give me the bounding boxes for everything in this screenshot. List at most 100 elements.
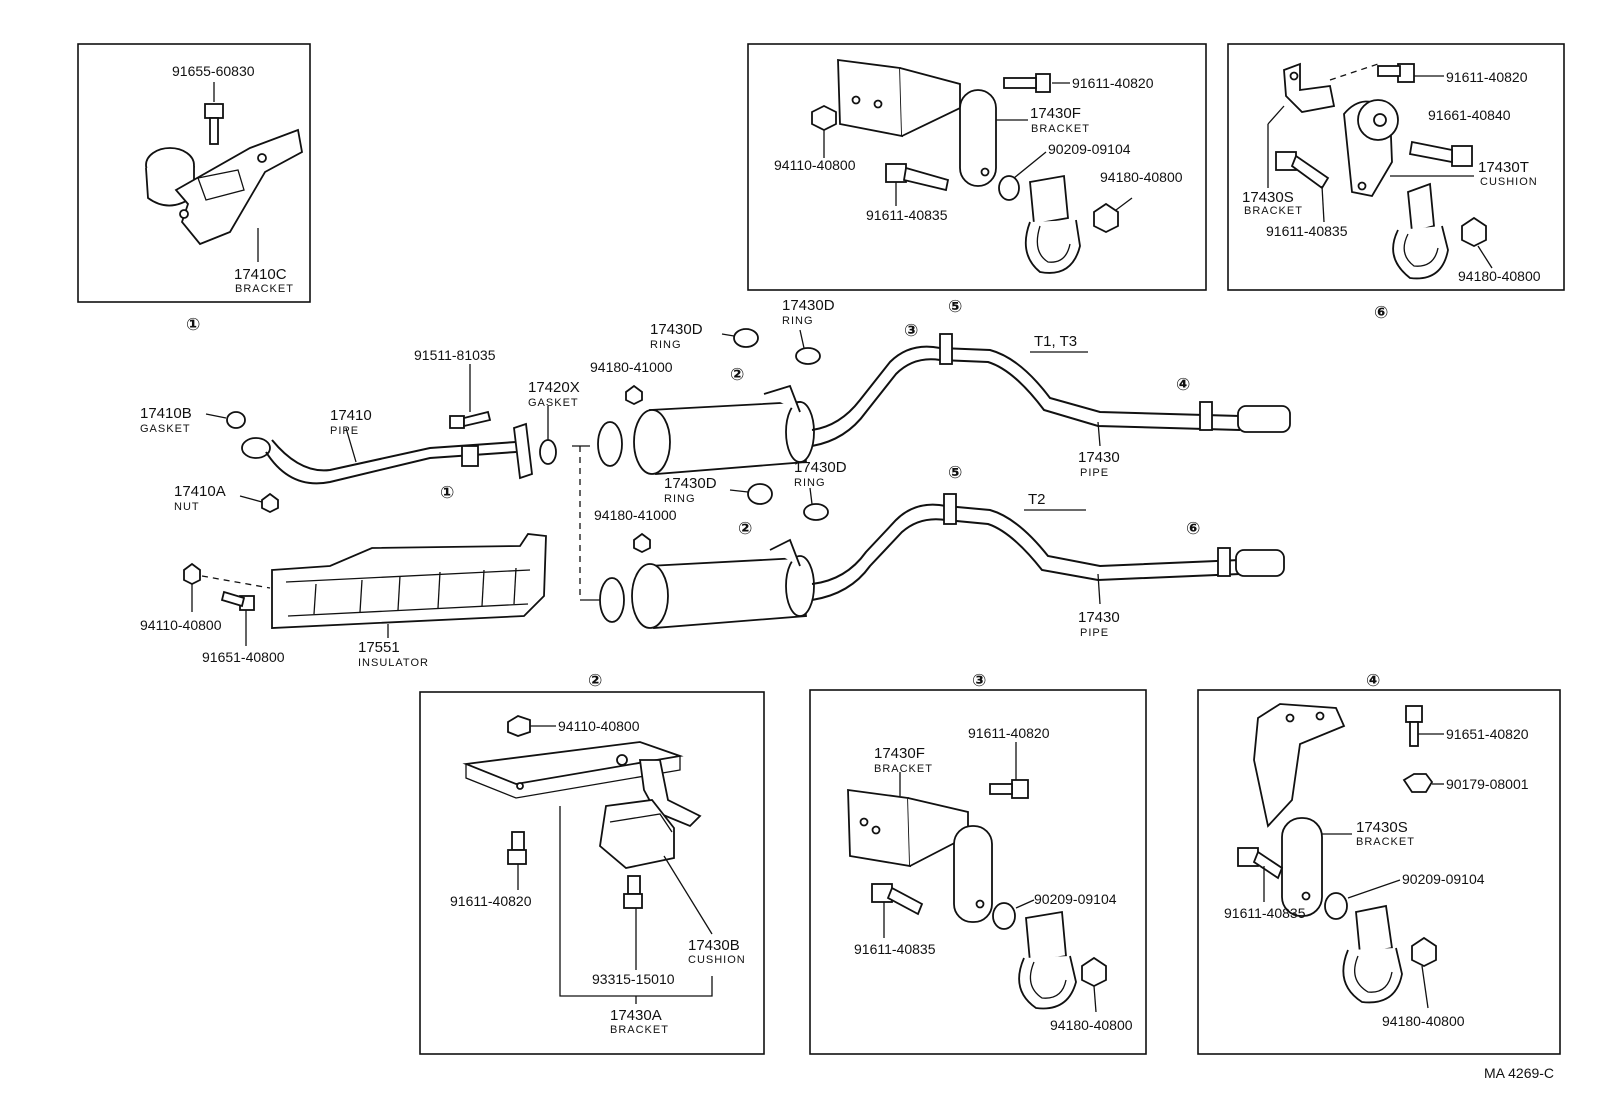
bolt-icon <box>1408 140 1473 167</box>
part-name: GASKET <box>528 397 579 409</box>
ring-icon <box>733 328 759 348</box>
callout-5: ⑤ <box>948 297 962 316</box>
detail-4: ④ 17430S BRACKET 91651-40820 90179-08001… <box>1197 671 1561 1055</box>
callout-3: ③ <box>904 321 918 340</box>
part-number: 90209-09104 <box>1402 871 1485 887</box>
nut-icon <box>633 532 651 554</box>
bolt-icon <box>623 875 643 909</box>
bracket-icon <box>1283 62 1336 113</box>
callout-6: ⑥ <box>1374 303 1388 322</box>
pipe-clamp-icon <box>1392 182 1449 280</box>
part-number: 17430S <box>1242 189 1294 206</box>
nut-icon <box>1461 216 1487 248</box>
ring-icon <box>747 483 773 505</box>
insulator-icon <box>271 533 547 629</box>
part-number: 17410A <box>174 483 226 500</box>
part-name: BRACKET <box>1031 123 1090 135</box>
part-name: BRACKET <box>235 283 294 295</box>
part-number: 94110-40800 <box>140 617 222 633</box>
part-name: PIPE <box>1080 627 1109 639</box>
part-name: BRACKET <box>874 763 933 775</box>
gasket-icon <box>539 439 557 465</box>
part-name: RING <box>664 493 696 505</box>
nut-icon <box>811 104 837 132</box>
callout-2: ② <box>730 365 744 384</box>
pipe-clamp-icon <box>1018 910 1077 1010</box>
part-name: CUSHION <box>1480 176 1538 188</box>
detail-3-frame <box>809 689 1147 1055</box>
part-name: CUSHION <box>688 954 746 966</box>
part-number: 17430D <box>664 475 717 492</box>
part-number: 17430F <box>874 745 925 762</box>
detail-6: 91611-40820 91661-40840 17430T CUSHION 1… <box>1227 43 1565 322</box>
callout-5: ⑤ <box>948 463 962 482</box>
part-number: 90179-08001 <box>1446 776 1529 792</box>
part-number: 91611-40820 <box>1072 75 1154 91</box>
tail-pipe-upper-icon <box>811 345 1241 431</box>
diagram-code: MA 4269-C <box>1484 1065 1554 1081</box>
part-name: RING <box>794 477 826 489</box>
part-number: 17551 <box>358 639 400 656</box>
bolt-icon <box>1237 847 1284 880</box>
part-name: PIPE <box>330 425 359 437</box>
front-pipe-icon <box>241 422 533 485</box>
part-number: 91651-40800 <box>202 649 285 665</box>
part-number: 17430B <box>688 937 740 954</box>
cushion-icon <box>599 799 675 869</box>
part-number: 91511-81035 <box>414 347 496 363</box>
part-name: GASKET <box>140 423 191 435</box>
part-name: RING <box>782 315 814 327</box>
part-number: 17430 <box>1078 449 1120 466</box>
part-number: 94110-40800 <box>774 157 856 173</box>
nut-icon <box>507 715 531 737</box>
bracket-icon <box>837 58 997 187</box>
tail-pipe-lower-icon <box>811 503 1241 585</box>
clamp-bracket-icon <box>145 128 304 246</box>
bolt-icon <box>220 590 255 611</box>
part-number: 94180-40800 <box>1458 268 1541 284</box>
part-number: 17430S <box>1356 819 1408 836</box>
detail-6-frame <box>1227 43 1565 291</box>
part-name: RING <box>650 339 682 351</box>
nut-icon <box>1402 773 1434 793</box>
detail-3: ③ 17430F BRACKET 91611-40820 91611-40835… <box>809 671 1147 1055</box>
nut-icon <box>1411 936 1437 968</box>
part-number: 17430A <box>610 1007 662 1024</box>
bolt-icon <box>1377 63 1415 83</box>
ring-icon <box>795 347 821 365</box>
part-number: 17430D <box>782 297 835 314</box>
part-number: 17430D <box>794 459 847 476</box>
detail-4-frame <box>1197 689 1561 1055</box>
bracket-icon <box>1253 703 1346 917</box>
part-name: NUT <box>174 501 200 513</box>
detail-1: 91655-60830 17410C BRACKET ① <box>77 43 311 334</box>
part-number: 91611-40820 <box>968 725 1050 741</box>
part-number: 94180-40800 <box>1382 1013 1465 1029</box>
washer-icon <box>992 902 1016 930</box>
nut-icon <box>261 492 279 514</box>
bolt-icon <box>204 103 224 145</box>
bolt-icon <box>1003 73 1051 93</box>
bolt-icon <box>507 831 527 865</box>
muffler-lower-icon <box>599 538 815 629</box>
washer-icon <box>998 175 1020 201</box>
part-number: 91655-60830 <box>172 63 255 79</box>
part-number: 91611-40835 <box>866 207 948 223</box>
part-number: 17410B <box>140 405 192 422</box>
bolt-icon <box>871 883 924 916</box>
callout-1: ① <box>186 315 200 334</box>
pipe-clamp-icon <box>1024 174 1081 274</box>
callout-1: ① <box>440 483 454 502</box>
variant-label: T2 <box>1028 491 1046 508</box>
part-number: 94110-40800 <box>558 718 640 734</box>
main-assembly: 91511-81035 17410B GASKET 17410 PIPE 174… <box>140 297 1291 669</box>
bracket-icon <box>847 788 993 923</box>
part-number: 91651-40820 <box>1446 726 1529 742</box>
callout-2: ② <box>738 519 752 538</box>
muffler-upper-icon <box>597 384 815 475</box>
part-name: PIPE <box>1080 467 1109 479</box>
detail-1-frame <box>77 43 311 303</box>
bolt-icon <box>449 410 492 429</box>
part-name: BRACKET <box>610 1024 669 1036</box>
detail-5: 91611-40820 17430F BRACKET 94110-40800 9… <box>747 43 1207 291</box>
